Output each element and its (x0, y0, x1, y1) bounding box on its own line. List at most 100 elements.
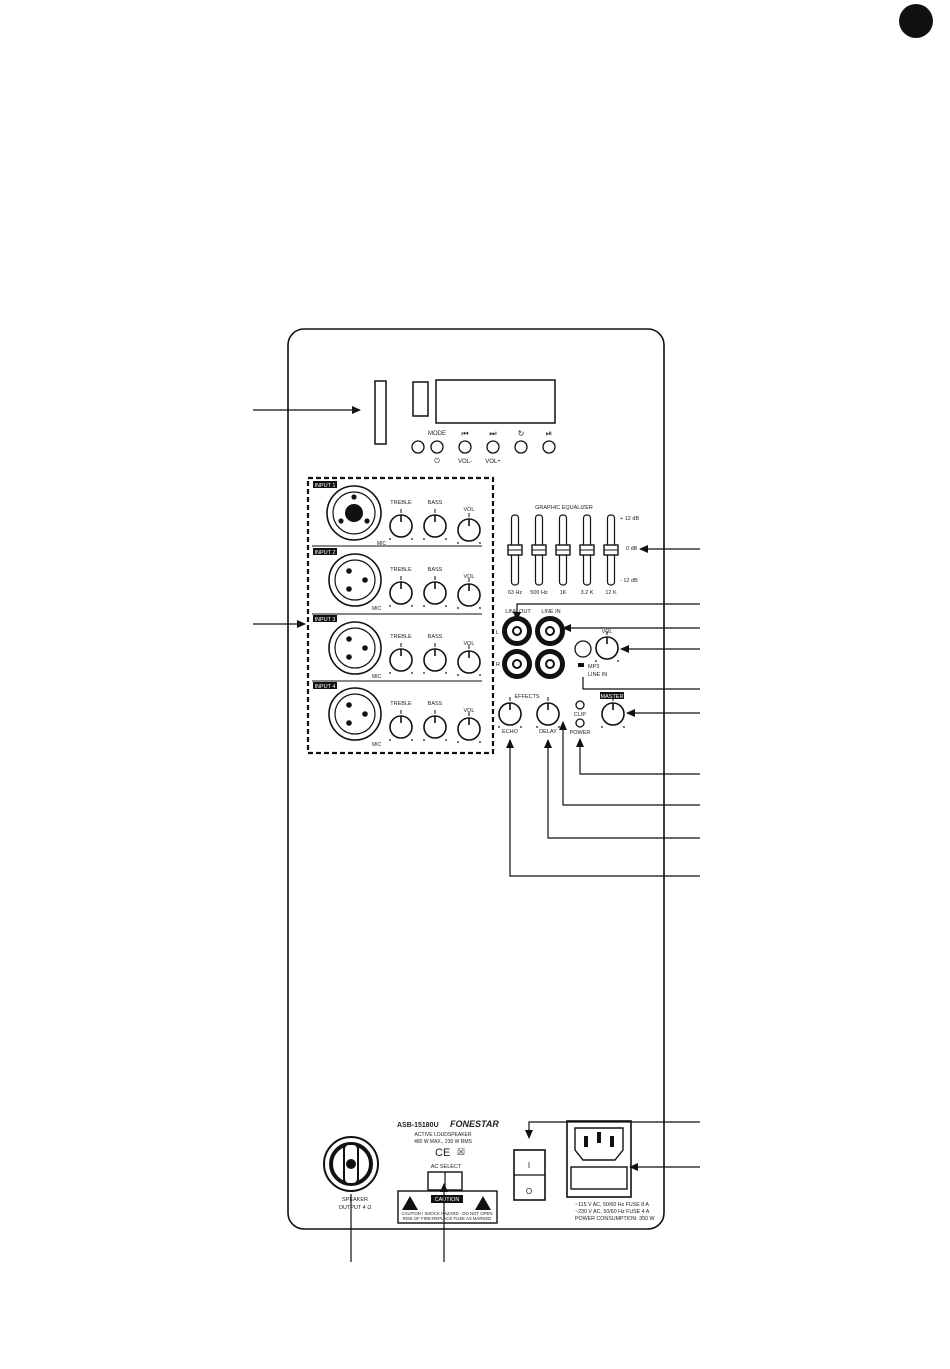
line-in-select-label: LINE IN (588, 672, 607, 678)
power-led (575, 718, 585, 728)
equalizer-title: GRAPHIC EQUALIZER (535, 505, 593, 511)
inputs-block-outline (306, 476, 495, 755)
combo-pin (351, 494, 357, 500)
selector-indicator (578, 663, 584, 667)
repeat-icon: ↻ (518, 429, 525, 438)
input-label-bg (313, 548, 337, 555)
input-label: INPUT 4 (315, 684, 336, 690)
input-1: INPUT 1 MIC TREBLE BASS VOL (313, 481, 482, 547)
mp3-line-selector (574, 640, 592, 658)
eq-band-label: 500 Hz (530, 590, 548, 596)
input-label: INPUT 2 (315, 550, 336, 556)
switch-off-label: O (526, 1187, 532, 1196)
prev-button (458, 440, 472, 454)
power-icon: ⏻ (434, 457, 440, 465)
eq-band-label: 12 K (605, 590, 617, 596)
combo-pin (364, 518, 370, 524)
graphic-equalizer: GRAPHIC EQUALIZER + 12 dB 0 dB - 12 dB 6… (507, 505, 639, 596)
bass-label: BASS (428, 701, 443, 707)
sd-card-slot (374, 380, 387, 445)
mp3-label: MP3 (588, 664, 599, 670)
usb-player-section: MODE ⏮ ⏭ ↻ ⏯ ⏻ VOL- VOL+ (374, 379, 556, 465)
master-label-bg (600, 692, 624, 699)
line-out-left-jack (505, 619, 530, 644)
eq-top-label: + 12 dB (620, 516, 639, 522)
power-label: POWER (570, 730, 591, 736)
vol-label: VOL (463, 641, 474, 647)
treble-label: TREBLE (390, 567, 412, 573)
product-line-2: 480 W MAX., 230 W RMS (414, 1139, 472, 1145)
play-button (542, 440, 556, 454)
weee-icon: ☒ (457, 1147, 465, 1157)
speaker-output-label-2: OUTPUT 4 Ω (339, 1205, 372, 1211)
treble-label: TREBLE (390, 701, 412, 707)
callout-delay (544, 739, 700, 839)
treble-label: TREBLE (390, 500, 412, 506)
eq-band-label: 3.2 K (581, 590, 594, 596)
caution-line-2: RISK OF FIRE-REPLACE FUSE AS MARKED (403, 1216, 492, 1221)
bass-label: BASS (428, 567, 443, 573)
display-screen (435, 379, 556, 424)
callout-echo (506, 739, 700, 877)
vol-label: VOL (463, 507, 474, 513)
master-label: MASTER (601, 694, 624, 700)
power-spec-2: ~230 V AC, 50/60 Hz FUSE 4 A (575, 1209, 650, 1215)
input-2: INPUT 2 MIC TREBLE BASS VOL (313, 548, 482, 612)
input-3: INPUT 3 MIC TREBLE BASS VOL (313, 615, 482, 680)
line-in-right-jack (538, 652, 563, 677)
callout-power-led (576, 738, 700, 775)
mode-label: MODE (428, 431, 446, 437)
caution-line-1: CAUTION ! SHOCK HAZARD - DO NOT OPEN (402, 1211, 493, 1216)
power-spec-1: ~115 V AC, 50/60 Hz FUSE 8 A (575, 1202, 649, 1208)
model-label: ASB-15180U (397, 1122, 439, 1129)
vol-plus-label: VOL+ (485, 459, 501, 465)
mic-label: MIC (377, 541, 387, 547)
combo-pin (338, 518, 344, 524)
input-label-bg (313, 481, 337, 488)
usb-port (412, 381, 429, 417)
caution-title-bg (431, 1195, 463, 1203)
line-in-left-jack (538, 619, 563, 644)
right-label: R (496, 662, 500, 668)
panel-outline (287, 328, 665, 1230)
speaker-output-label-1: SPEAKER (342, 1197, 368, 1203)
callout-power-switch (525, 1121, 700, 1139)
callout-line-out (513, 603, 700, 621)
callout-selector (582, 677, 700, 690)
vol-label: VOL (463, 574, 474, 580)
input-label-bg (313, 682, 337, 689)
effects-title: EFFECTS (514, 694, 539, 700)
treble-label: TREBLE (390, 634, 412, 640)
mic-label: MIC (372, 742, 382, 748)
iec-pin (584, 1136, 588, 1147)
next-icon: ⏭ (489, 429, 496, 438)
shock-warning-icon (402, 1196, 418, 1210)
input-label: INPUT 3 (315, 617, 336, 623)
iec-pin (597, 1132, 601, 1143)
clip-label: CLIP (574, 712, 587, 718)
attention-warning-icon (475, 1196, 491, 1210)
clip-led (575, 700, 585, 710)
echo-label: ECHO (502, 729, 519, 735)
fuse-holder (570, 1166, 628, 1190)
speaker-output-center (346, 1159, 356, 1169)
switch-on-label: I (528, 1161, 530, 1170)
callout-lines (253, 406, 700, 1262)
xlr-jack (328, 621, 382, 675)
bass-label: BASS (428, 634, 443, 640)
brand-logo: FONESTAR (450, 1119, 499, 1129)
line-out-right-jack (505, 652, 530, 677)
line-in-label: LINE IN (541, 609, 560, 615)
vol-label: VOL (463, 708, 474, 714)
left-label: L (496, 630, 499, 636)
mic-label: MIC (372, 674, 382, 680)
ce-mark: CE (435, 1147, 450, 1159)
product-line-1: ACTIVE LOUDSPEAKER (415, 1132, 472, 1138)
power-spec-3: POWER CONSUMPTION: 350 W (575, 1216, 654, 1222)
next-button (486, 440, 500, 454)
caution-title: CAUTION (435, 1197, 460, 1203)
prev-icon: ⏮ (461, 429, 468, 438)
line-out-label: LINE OUT (505, 609, 531, 615)
eq-band-label: 63 Hz (508, 590, 523, 596)
